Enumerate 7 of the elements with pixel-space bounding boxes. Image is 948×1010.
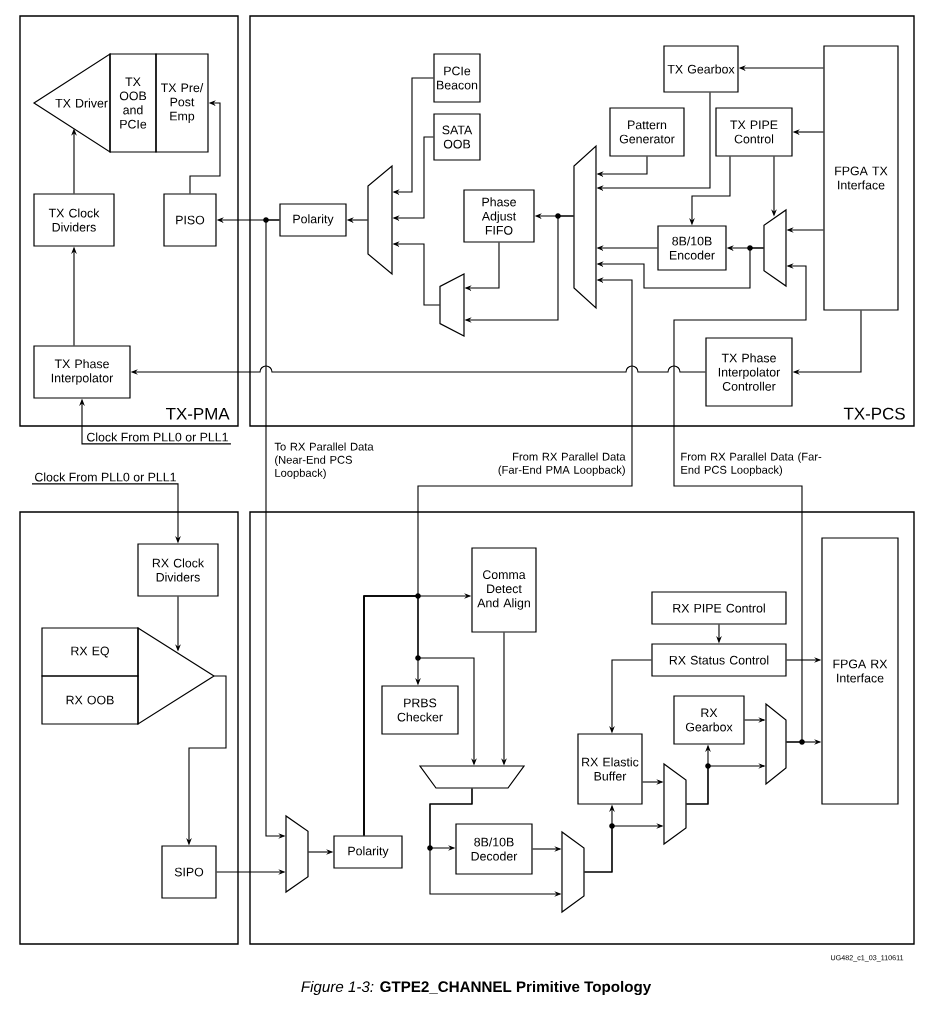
block-panel (249, 511, 915, 945)
multiplexer (439, 273, 465, 337)
panel-label: TX-PCS (843, 407, 905, 420)
arrow (673, 263, 807, 743)
panel-label: TX-PMA (166, 407, 230, 420)
block-panel (19, 511, 239, 945)
arrow (189, 100, 221, 194)
